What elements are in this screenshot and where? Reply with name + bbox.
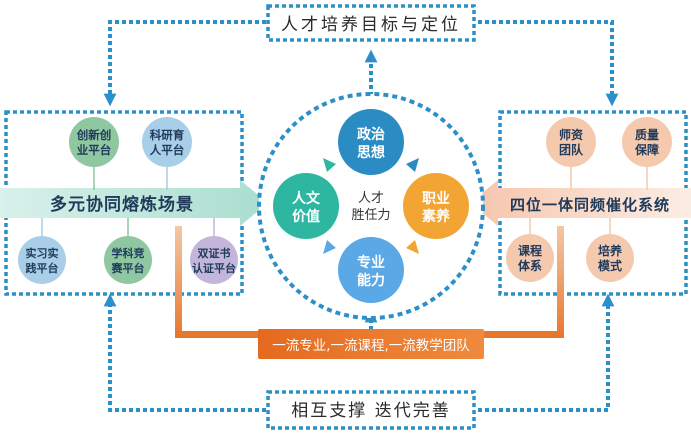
bottom-title-text: 相互支撑 迭代完善 [291,401,450,421]
circle-humanity: 人文 价值 [273,173,339,239]
core-line2: 胜任力 [351,208,390,223]
connector-top-right [478,20,619,107]
right-bottom-circle-1: 课程 体系 [506,218,554,282]
left-top-circle-1-line2: 业平台 [77,143,112,157]
connector-bottom-left [103,293,266,412]
bottom-title-box: 相互支撑 迭代完善 [266,390,476,430]
orange-banner: 一流专业,一流课程,一流教学团队 [258,329,484,359]
circle-politics-line2: 思想 [357,144,385,161]
circle-humanity-line1: 人文 [292,190,321,207]
cycle-arrow-topright [406,158,419,172]
left-bottom-circle-1-line2: 践平台 [26,261,59,275]
left-top-circle-2-line2: 人平台 [150,143,185,157]
cycle-arrow-bottomright [406,240,419,254]
right-bottom-circle-2-line2: 模式 [598,258,622,273]
cycle-arrow-topleft [323,158,336,172]
left-banner-text: 多元协同熔炼场景 [50,194,194,215]
right-banner-text: 四位一体同频催化系统 [510,196,670,214]
circle-profession-line1: 职业 [422,191,450,207]
left-bottom-circle-1-line1: 实习实 [26,246,59,260]
left-top-circle-2-line1: 科研育 [150,128,185,142]
right-bottom-circle-1-line1: 课程 [518,243,542,258]
circle-humanity-line2: 价值 [292,208,320,225]
circle-profession-line2: 素养 [422,208,451,225]
top-title-text: 人才培养目标与定位 [281,15,461,35]
right-top-circle-1-line2: 团队 [559,142,584,157]
left-banner: 多元协同熔炼场景 [0,180,268,226]
right-top-circle-1-line1: 师资 [559,127,583,142]
left-bottom-circle-3-line1: 双证书 [198,246,231,260]
left-top-circle-1: 创新创 业平台 [69,117,119,190]
left-bottom-circle-3: 双证书 认证平台 [190,218,238,284]
left-bottom-circle-2-line1: 学科竞 [112,246,145,260]
circle-profession: 职业 素养 [403,173,469,239]
right-banner: 四位一体同频催化系统 [470,180,691,226]
right-bottom-circle-2: 培养 模式 [586,218,634,282]
cycle-arrows [323,158,419,254]
left-bottom-circle-1: 实习实 践平台 [18,218,66,284]
circle-politics-line1: 政治 [357,126,385,143]
right-top-circle-2-line1: 质量 [635,127,659,142]
connector-bottom-right [478,293,615,412]
top-title-box: 人才培养目标与定位 [266,4,476,42]
left-bottom-circle-3-line2: 认证平台 [192,261,236,275]
right-bottom-circle-2-line1: 培养 [598,243,622,258]
core-line1: 人才 [358,191,384,206]
orange-banner-text: 一流专业,一流课程,一流教学团队 [272,338,470,354]
connector-top-left [103,20,266,107]
circle-ability: 专业 能力 [338,237,404,303]
left-top-circle-2: 科研育 人平台 [142,117,192,190]
left-bottom-circle-2: 学科竞 赛平台 [104,218,152,284]
circle-ability-line1: 专业 [357,254,385,271]
right-top-circle-2: 质量 保障 [622,117,672,190]
left-bottom-circle-2-line2: 赛平台 [111,261,145,275]
outer-loop-connectors [103,20,619,412]
cycle-arrow-bottomleft [323,240,336,254]
center-ring [257,92,485,320]
right-bottom-circle-1-line2: 体系 [518,258,542,273]
left-top-circle-1-line1: 创新创 [76,128,112,142]
right-top-circle-1: 师资 团队 [546,117,596,190]
circle-politics: 政治 思想 [338,109,404,175]
right-top-circle-2-line2: 保障 [634,142,659,157]
circle-ability-line2: 能力 [357,272,385,289]
